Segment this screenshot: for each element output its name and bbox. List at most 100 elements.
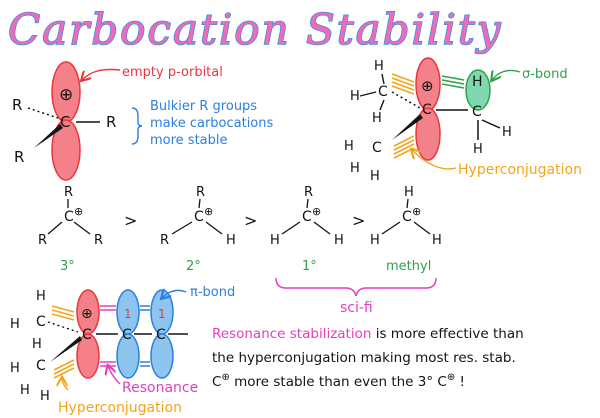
hc-orange-hash-top	[391, 73, 415, 95]
note-line-3-mid: more stable than even the 3°	[230, 374, 438, 390]
wedge-bond	[34, 124, 63, 148]
sci-fi-brace	[275, 277, 437, 297]
series-sub: R	[196, 185, 205, 200]
r-group-bottom: R	[14, 148, 24, 166]
allyl-c3: C	[156, 327, 166, 343]
sigma-label: σ-bond	[522, 67, 568, 82]
bulkier-line-2: make carbocations	[150, 116, 274, 131]
series-item-methyl: H C ⊕ H H methyl	[370, 185, 442, 274]
resonance-label: Resonance	[122, 380, 198, 396]
allyl-ch3-bot-c: C	[36, 358, 46, 374]
p-orbital-bottom-lobe	[51, 119, 81, 181]
note-plus-1: ⊕	[221, 372, 229, 383]
r-group-left: R	[12, 96, 22, 114]
note-line-1: Resonance stabilization is more effectiv…	[212, 326, 524, 342]
hc-h-r2: H	[473, 142, 483, 157]
series-label-secondary: 2°	[186, 259, 201, 274]
note-highlight: Resonance stabilization	[212, 326, 371, 342]
allyl-orange-hash-bottom	[53, 359, 75, 379]
series-sub: H	[334, 233, 344, 248]
hc-arrow	[412, 150, 457, 170]
series-plus: ⊕	[312, 205, 321, 218]
stability-series: R C ⊕ R R 3° > R C ⊕ R H 2° > R C ⊕	[38, 185, 442, 316]
r-group-right: R	[106, 113, 116, 131]
hc-orange-hash-bottom	[393, 135, 415, 159]
note-block: Resonance stabilization is more effectiv…	[212, 326, 524, 390]
sigma-h: H	[472, 74, 483, 90]
allyl-wedge	[50, 336, 82, 362]
hc-ch3-bot-h2: H	[350, 161, 360, 176]
orbital-carbon: C	[60, 113, 70, 131]
note-line-1-rest: is more effective than	[371, 326, 523, 342]
series-sub: H	[370, 233, 380, 248]
series-item-tertiary: R C ⊕ R R 3°	[38, 185, 103, 274]
note-line-2: the hyperconjugation making most res. st…	[212, 350, 516, 366]
allyl-pink-hash	[100, 305, 116, 367]
bulkier-line-3: more stable	[150, 133, 228, 148]
allyl-h: H	[36, 289, 46, 304]
allyl-plus: ⊕	[81, 306, 93, 322]
hyperconj-label: Hyperconjugation	[458, 162, 582, 178]
allyl-hyperconj-label: Hyperconjugation	[58, 400, 182, 416]
orbital-label-arrow	[82, 68, 121, 80]
allyl-h: H	[10, 361, 20, 376]
series-sub: H	[270, 233, 280, 248]
page-title: Carbocation Stability	[8, 5, 502, 54]
note-c2: C	[437, 374, 446, 390]
hc-orbital-bottom	[415, 107, 441, 161]
pi-arrow	[162, 290, 187, 298]
allyl-ch3-top-c: C	[36, 314, 46, 330]
series-label-primary: 1°	[302, 259, 317, 274]
hc-right-carbon: C	[472, 104, 482, 120]
allyl-h: H	[32, 337, 42, 352]
series-carbon: C	[64, 209, 74, 225]
series-gt-3: >	[352, 211, 365, 230]
hc-green-hash	[441, 75, 465, 89]
hc-plus: ⊕	[421, 77, 434, 95]
hc-carbon: C	[422, 102, 432, 118]
allyl-panel: ⊕ 1 1 C C C C H H H C H H H	[10, 285, 235, 416]
note-line-3-end: !	[455, 374, 465, 390]
allyl-h: H	[20, 383, 30, 398]
pi-bond-label: π-bond	[190, 285, 235, 300]
allyl-c2: C	[122, 327, 132, 343]
sci-fi-label: sci-fi	[340, 300, 373, 316]
hc-ch3-top-h3: H	[372, 111, 382, 126]
orbital-panel: ⊕ C R R R empty p-orbital Bulkier R grou…	[12, 61, 274, 181]
dashed-bond	[27, 107, 59, 119]
allyl-h: H	[40, 389, 50, 404]
series-sub: H	[432, 233, 442, 248]
bulkier-brace	[131, 107, 143, 145]
series-sub: R	[38, 233, 47, 248]
allyl-orange-hash-top	[51, 305, 75, 321]
series-sub: R	[160, 233, 169, 248]
allyl-blue-hash	[140, 305, 150, 367]
series-sub: R	[94, 233, 103, 248]
series-gt-1: >	[124, 211, 137, 230]
sigma-orbital	[465, 69, 491, 111]
allyl-blue-2-bottom	[150, 333, 174, 379]
series-sub: H	[404, 185, 414, 200]
allyl-blue-1-bottom	[116, 333, 140, 379]
orbital-plus: ⊕	[59, 85, 73, 105]
series-plus: ⊕	[412, 205, 421, 218]
series-item-primary: R C ⊕ H H 1°	[270, 185, 344, 274]
series-plus: ⊕	[204, 205, 213, 218]
series-sub: R	[304, 185, 313, 200]
empty-orbital-label: empty p-orbital	[122, 65, 223, 80]
hc-ch3-top-h1: H	[374, 59, 384, 74]
hc-ch3-top-c: C	[378, 84, 388, 100]
allyl-c1: C	[82, 327, 92, 343]
hc-ch3-bot-h1: H	[344, 139, 354, 154]
series-sub: H	[226, 233, 236, 248]
allyl-electron-1: 1	[124, 307, 132, 321]
series-plus: ⊕	[74, 205, 83, 218]
resonance-arrow	[108, 366, 121, 385]
note-c1: C	[212, 374, 221, 390]
note-plus-2: ⊕	[447, 372, 455, 383]
hyperconjugation-panel: ⊕ C H C H H C H H H C H H H	[344, 57, 582, 184]
series-carbon: C	[302, 209, 312, 225]
hc-wedge	[392, 114, 423, 140]
series-carbon: C	[402, 209, 412, 225]
series-label-methyl: methyl	[386, 259, 431, 274]
